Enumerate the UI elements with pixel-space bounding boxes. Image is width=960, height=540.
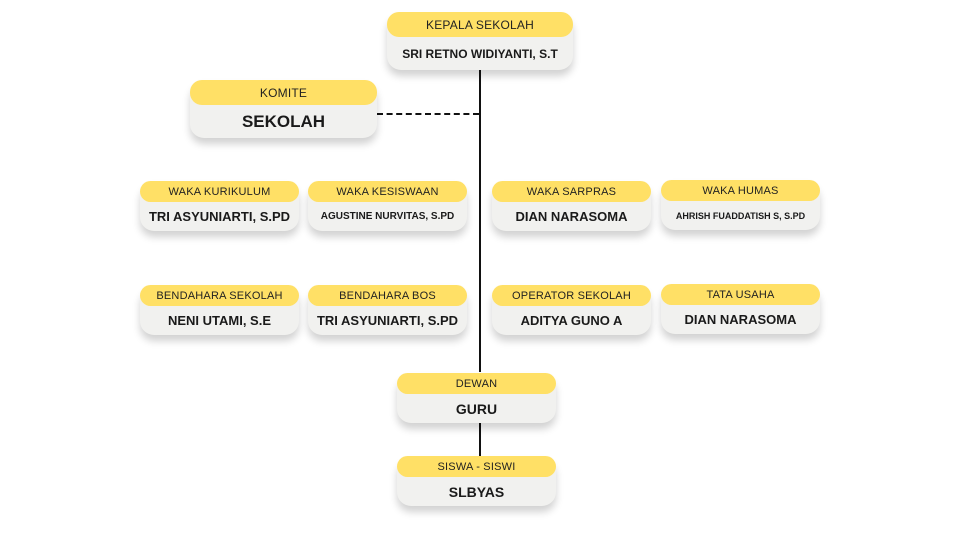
- node-waka-humas: WAKA HUMAS AHRISH FUADDATISH S, S.PD: [661, 180, 820, 230]
- node-kepala-sekolah: KEPALA SEKOLAH SRI RETNO WIDIYANTI, S.T: [387, 12, 573, 70]
- node-role: WAKA HUMAS: [661, 180, 820, 201]
- node-role: KOMITE: [190, 80, 377, 105]
- node-name: TRI ASYUNIARTI, S.PD: [316, 313, 459, 328]
- node-name: TRI ASYUNIARTI, S.PD: [148, 209, 291, 224]
- node-role: WAKA KURIKULUM: [140, 181, 299, 202]
- node-name: NENI UTAMI, S.E: [167, 313, 272, 328]
- node-siswa-siswi: SISWA - SISWI SLBYAS: [397, 456, 556, 506]
- node-role: BENDAHARA SEKOLAH: [140, 285, 299, 306]
- node-bendahara-bos: BENDAHARA BOS TRI ASYUNIARTI, S.PD: [308, 285, 467, 335]
- main-vertical-line: [479, 70, 481, 372]
- node-name: SLBYAS: [448, 483, 505, 500]
- komite-dashed-connector: [377, 113, 479, 115]
- node-komite-sekolah: KOMITE SEKOLAH: [190, 80, 377, 138]
- node-dewan-guru: DEWAN GURU: [397, 373, 556, 423]
- node-name: AHRISH FUADDATISH S, S.PD: [675, 210, 806, 221]
- node-role: DEWAN: [397, 373, 556, 394]
- node-tata-usaha: TATA USAHA DIAN NARASOMA: [661, 284, 820, 334]
- node-role: OPERATOR SEKOLAH: [492, 285, 651, 306]
- node-waka-kurikulum: WAKA KURIKULUM TRI ASYUNIARTI, S.PD: [140, 181, 299, 231]
- node-role: WAKA SARPRAS: [492, 181, 651, 202]
- node-waka-sarpras: WAKA SARPRAS DIAN NARASOMA: [492, 181, 651, 231]
- node-bendahara-sekolah: BENDAHARA SEKOLAH NENI UTAMI, S.E: [140, 285, 299, 335]
- node-role: BENDAHARA BOS: [308, 285, 467, 306]
- node-name: ADITYA GUNO A: [520, 313, 623, 328]
- node-role: SISWA - SISWI: [397, 456, 556, 477]
- node-name: DIAN NARASOMA: [684, 312, 797, 327]
- node-role: TATA USAHA: [661, 284, 820, 305]
- guru-to-siswa-line: [479, 422, 481, 458]
- node-name: SEKOLAH: [241, 111, 326, 131]
- node-waka-kesiswaan: WAKA KESISWAAN AGUSTINE NURVITAS, S.PD: [308, 181, 467, 231]
- node-operator-sekolah: OPERATOR SEKOLAH ADITYA GUNO A: [492, 285, 651, 335]
- node-name: SRI RETNO WIDIYANTI, S.T: [402, 46, 558, 61]
- node-role: KEPALA SEKOLAH: [387, 12, 573, 37]
- node-name: AGUSTINE NURVITAS, S.PD: [320, 211, 455, 222]
- node-role: WAKA KESISWAAN: [308, 181, 467, 202]
- node-name: GURU: [455, 400, 498, 417]
- node-name: DIAN NARASOMA: [515, 209, 628, 224]
